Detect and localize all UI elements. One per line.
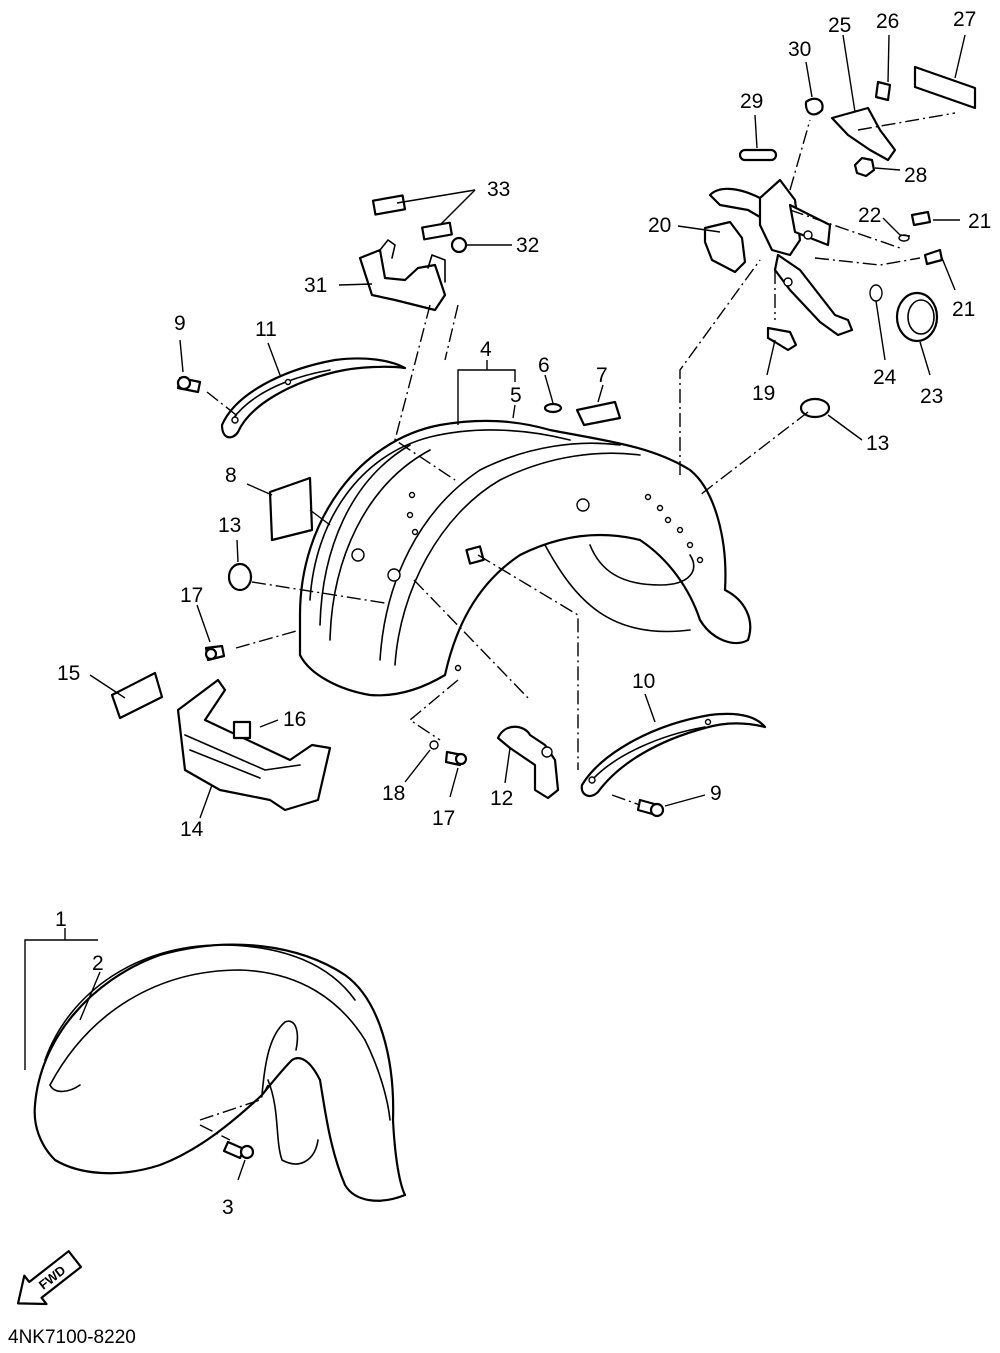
callout-12: 12 <box>490 787 513 810</box>
callout-9-right: 9 <box>710 782 722 805</box>
callout-32: 32 <box>516 234 539 257</box>
callout-8: 8 <box>225 464 237 487</box>
callout-17-left: 17 <box>180 584 203 607</box>
callout-10: 10 <box>632 670 655 693</box>
front-fender-bolt <box>222 1140 255 1160</box>
callout-20: 20 <box>648 214 671 237</box>
callout-4: 4 <box>480 338 492 361</box>
callout-16: 16 <box>283 708 306 731</box>
callout-31: 31 <box>304 274 327 297</box>
forward-direction-arrow: FWD <box>16 1250 83 1306</box>
callout-1: 1 <box>55 908 67 931</box>
callout-7: 7 <box>596 364 608 387</box>
fender-rail-right <box>580 712 767 798</box>
callout-13-right: 13 <box>866 432 889 455</box>
callout-6: 6 <box>538 354 550 377</box>
callout-21-bottom: 21 <box>952 298 975 321</box>
callout-24: 24 <box>873 366 897 389</box>
callout-33: 33 <box>487 178 510 201</box>
callout-22: 22 <box>858 204 881 227</box>
callout-9-left: 9 <box>174 312 186 335</box>
callout-numbers: 1 2 3 4 5 6 7 8 9 9 10 11 12 13 13 14 15… <box>55 8 991 1219</box>
license-plate-bracket-assembly <box>227 65 977 592</box>
alignment-lines <box>199 112 956 1141</box>
drawing-code: 4NK7100-8220 <box>8 1327 136 1348</box>
front-fender <box>33 943 407 1202</box>
callout-14: 14 <box>180 818 204 841</box>
seat-bracket <box>358 194 468 312</box>
callout-13-left: 13 <box>218 514 241 537</box>
rear-fender <box>298 419 752 697</box>
callout-11: 11 <box>255 318 277 341</box>
leader-lines <box>24 34 966 1181</box>
callout-30: 30 <box>788 38 811 61</box>
callout-2: 2 <box>92 952 104 975</box>
callout-18: 18 <box>382 782 405 805</box>
callout-25: 25 <box>828 14 851 37</box>
callout-23: 23 <box>920 385 943 408</box>
callout-5: 5 <box>510 384 522 407</box>
callout-29: 29 <box>740 90 763 113</box>
callout-27: 27 <box>953 8 976 31</box>
callout-28: 28 <box>904 164 927 187</box>
callout-17-right: 17 <box>432 807 455 830</box>
small-parts <box>110 375 665 818</box>
callout-21-top: 21 <box>968 210 991 233</box>
fender-rail-left <box>220 357 407 439</box>
side-cover <box>176 678 332 812</box>
callout-26: 26 <box>876 10 899 33</box>
callout-3: 3 <box>222 1196 234 1219</box>
callout-15: 15 <box>57 662 80 685</box>
callout-19: 19 <box>752 382 775 405</box>
